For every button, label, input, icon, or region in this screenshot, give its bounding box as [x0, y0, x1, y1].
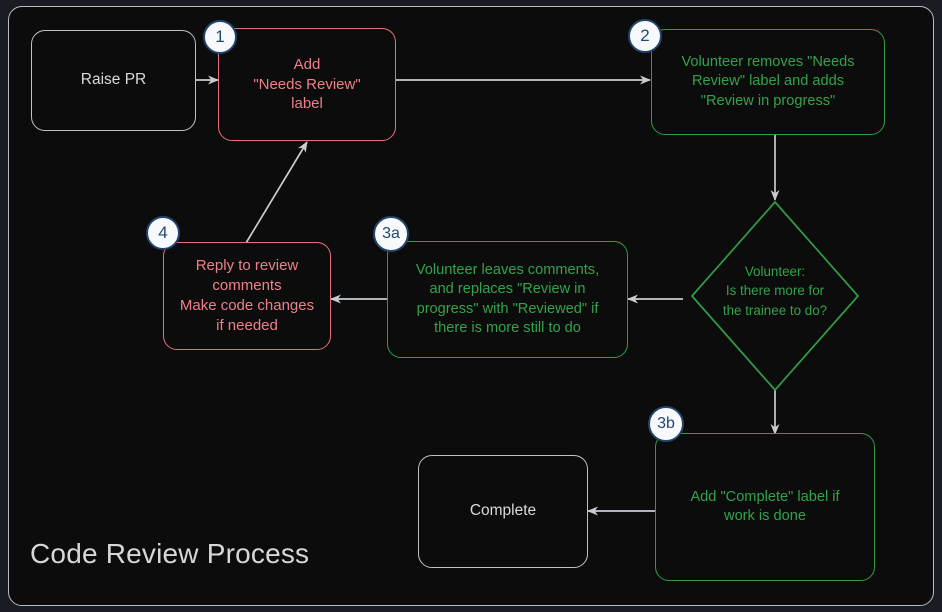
node-complete-label-text: Add "Complete" label if work is done [690, 488, 840, 524]
step-badge-3b[interactable]: 3b [648, 406, 684, 442]
node-volunteer-start[interactable]: Volunteer removes "Needs Review" label a… [651, 29, 885, 135]
node-leave-comments-text: Volunteer leaves comments, and replaces … [415, 261, 600, 336]
step-badge-1[interactable]: 1 [203, 20, 237, 54]
node-leave-comments[interactable]: Volunteer leaves comments, and replaces … [387, 241, 628, 358]
diagram-title: Code Review Process [30, 538, 310, 569]
node-complete-text: Complete [469, 502, 537, 520]
node-volunteer-start-text: Volunteer removes "Needs Review" label a… [681, 53, 855, 109]
step-badge-4[interactable]: 4 [146, 216, 180, 250]
node-complete-label[interactable]: Add "Complete" label if work is done [655, 433, 875, 581]
node-complete[interactable]: Complete [418, 455, 588, 568]
node-add-label-text: Add "Needs Review" label [253, 55, 361, 113]
step-badge-3a[interactable]: 3a [373, 216, 409, 252]
node-raise-pr-label: Raise PR [80, 71, 147, 89]
step-badge-2[interactable]: 2 [628, 19, 662, 53]
node-reply[interactable]: Reply to review comments Make code chang… [163, 242, 331, 350]
node-reply-text: Reply to review comments Make code chang… [179, 257, 315, 334]
node-raise-pr[interactable]: Raise PR [31, 30, 196, 131]
node-add-label[interactable]: Add "Needs Review" label [218, 28, 396, 141]
